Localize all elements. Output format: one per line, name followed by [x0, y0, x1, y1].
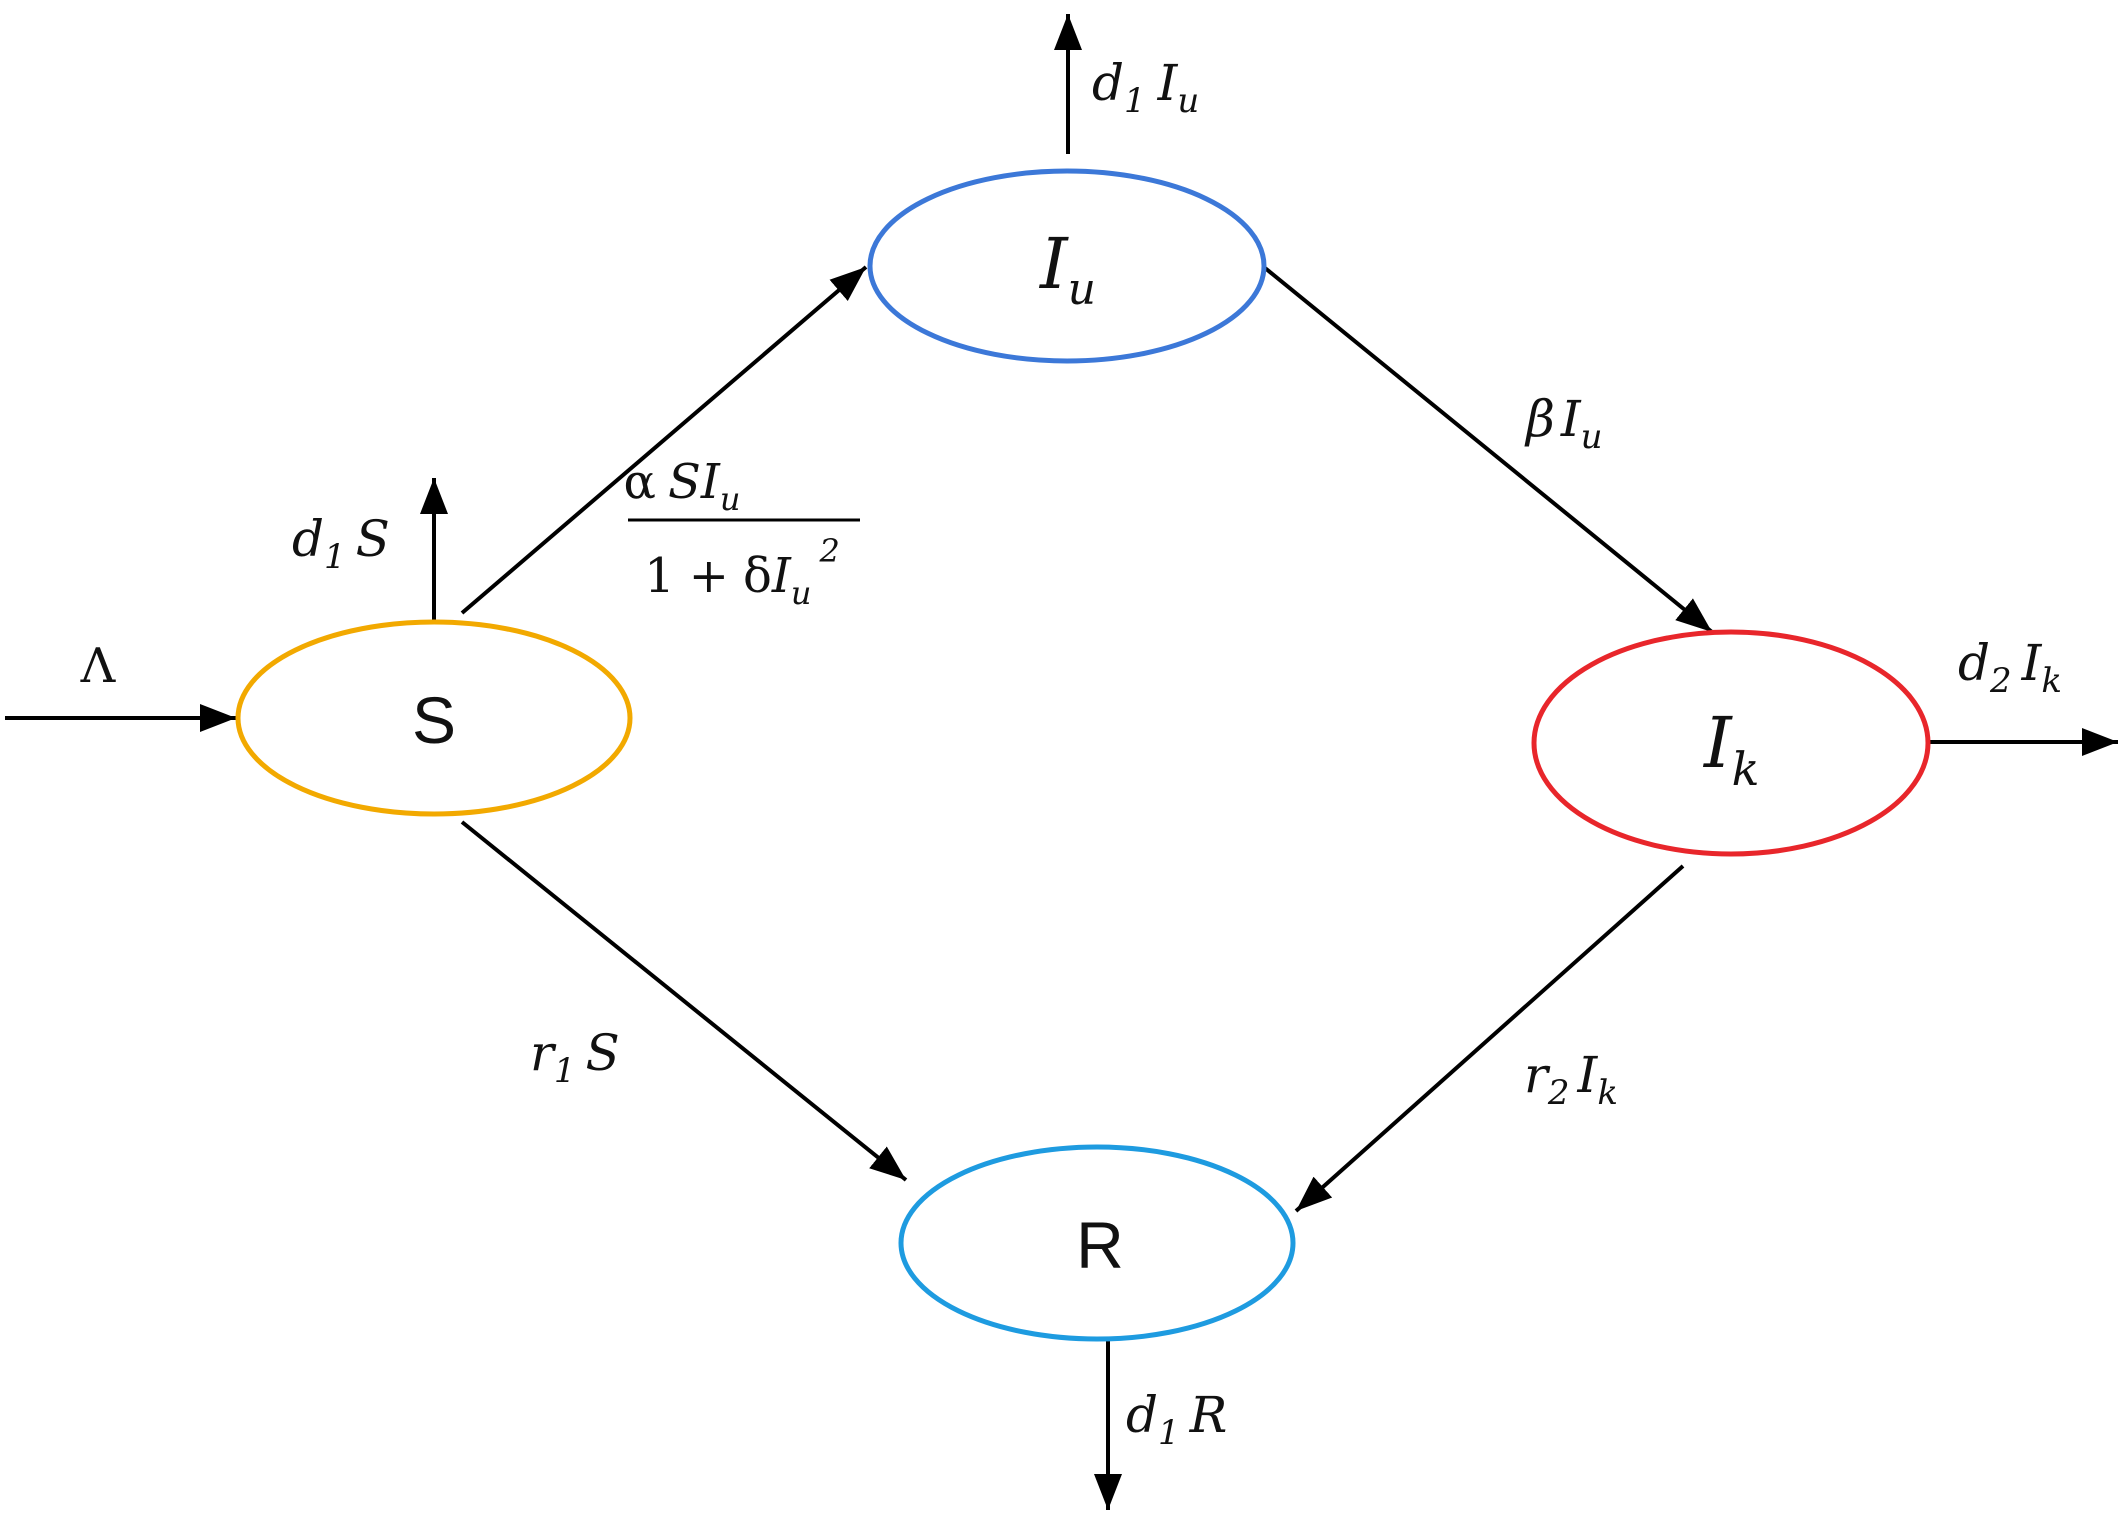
- node-s: [235, 619, 633, 817]
- inflow-label: Λ: [80, 638, 117, 694]
- infection-arrow: [460, 265, 868, 615]
- node-iu: [867, 168, 1267, 364]
- node-iu-label: Iu: [1038, 223, 1096, 315]
- node-ik: [1531, 629, 1931, 857]
- node-r-label: R: [1076, 1208, 1124, 1282]
- infection-denominator: 1+δIu2: [644, 532, 840, 612]
- node-ik-label: Ik: [1702, 702, 1760, 796]
- detection-arrow: [1263, 266, 1714, 634]
- node-r: [898, 1144, 1296, 1342]
- recovery-ik-arrow: [1294, 864, 1685, 1213]
- node-s-label: S: [412, 683, 456, 757]
- recovery-s-arrow: [460, 820, 908, 1182]
